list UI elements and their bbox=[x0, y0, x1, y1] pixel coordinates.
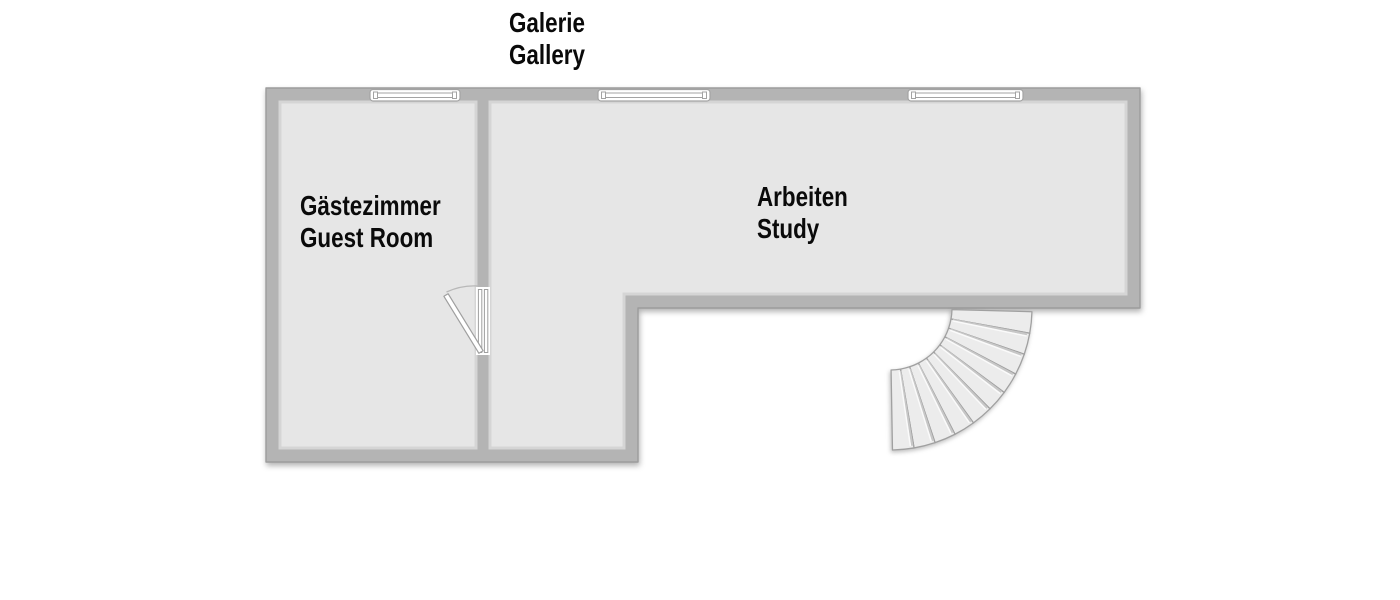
window-icon bbox=[369, 88, 461, 102]
stair-step-edge bbox=[945, 337, 1014, 376]
stair-step-edge bbox=[949, 329, 1022, 358]
stair-step-edge bbox=[898, 371, 912, 447]
stair-step-edge bbox=[933, 353, 989, 409]
room-label-gallery: Galerie Gallery bbox=[509, 7, 585, 71]
stair-step-edge bbox=[917, 365, 952, 434]
room-label-guest-room: Gästezimmer Guest Room bbox=[300, 190, 441, 254]
stair-step-edge bbox=[933, 353, 987, 410]
room-label-guest-room-de: Gästezimmer bbox=[300, 190, 441, 221]
plan-shell bbox=[265, 87, 1141, 463]
stair-step-edge bbox=[945, 338, 1013, 377]
stair-step-edge bbox=[908, 368, 935, 442]
top-wall-windows bbox=[369, 88, 1024, 102]
curved-stairs-icon bbox=[890, 308, 1033, 451]
door-leaf bbox=[443, 293, 484, 354]
room-label-guest-room-en: Guest Room bbox=[300, 222, 434, 253]
door-swing-icon bbox=[443, 285, 490, 355]
room-label-study-de: Arbeiten bbox=[757, 181, 848, 212]
stair-step-edge bbox=[952, 320, 1027, 337]
stair-step-edge bbox=[952, 318, 1028, 336]
window-icon bbox=[597, 88, 711, 102]
room-label-gallery-de: Galerie bbox=[509, 7, 585, 38]
room-label-study: Arbeiten Study bbox=[757, 181, 848, 245]
stair-step-edge bbox=[899, 371, 914, 446]
guest-room-floor bbox=[278, 100, 478, 450]
stair-step-edge bbox=[940, 346, 1001, 395]
study-gallery-floor bbox=[488, 100, 1128, 450]
window-icon bbox=[907, 88, 1024, 102]
stair-step-edge bbox=[926, 359, 972, 423]
stair-step-edge bbox=[908, 368, 932, 442]
stair-step-edge bbox=[949, 328, 1022, 356]
door-swing-arc bbox=[446, 285, 479, 293]
room-label-gallery-en: Gallery bbox=[509, 39, 585, 70]
stair-step-edge bbox=[917, 364, 954, 434]
stair-step-edge bbox=[940, 345, 1003, 393]
stair-step-edge bbox=[925, 360, 970, 424]
door-jamb bbox=[483, 289, 489, 353]
room-label-study-en: Study bbox=[757, 213, 820, 244]
